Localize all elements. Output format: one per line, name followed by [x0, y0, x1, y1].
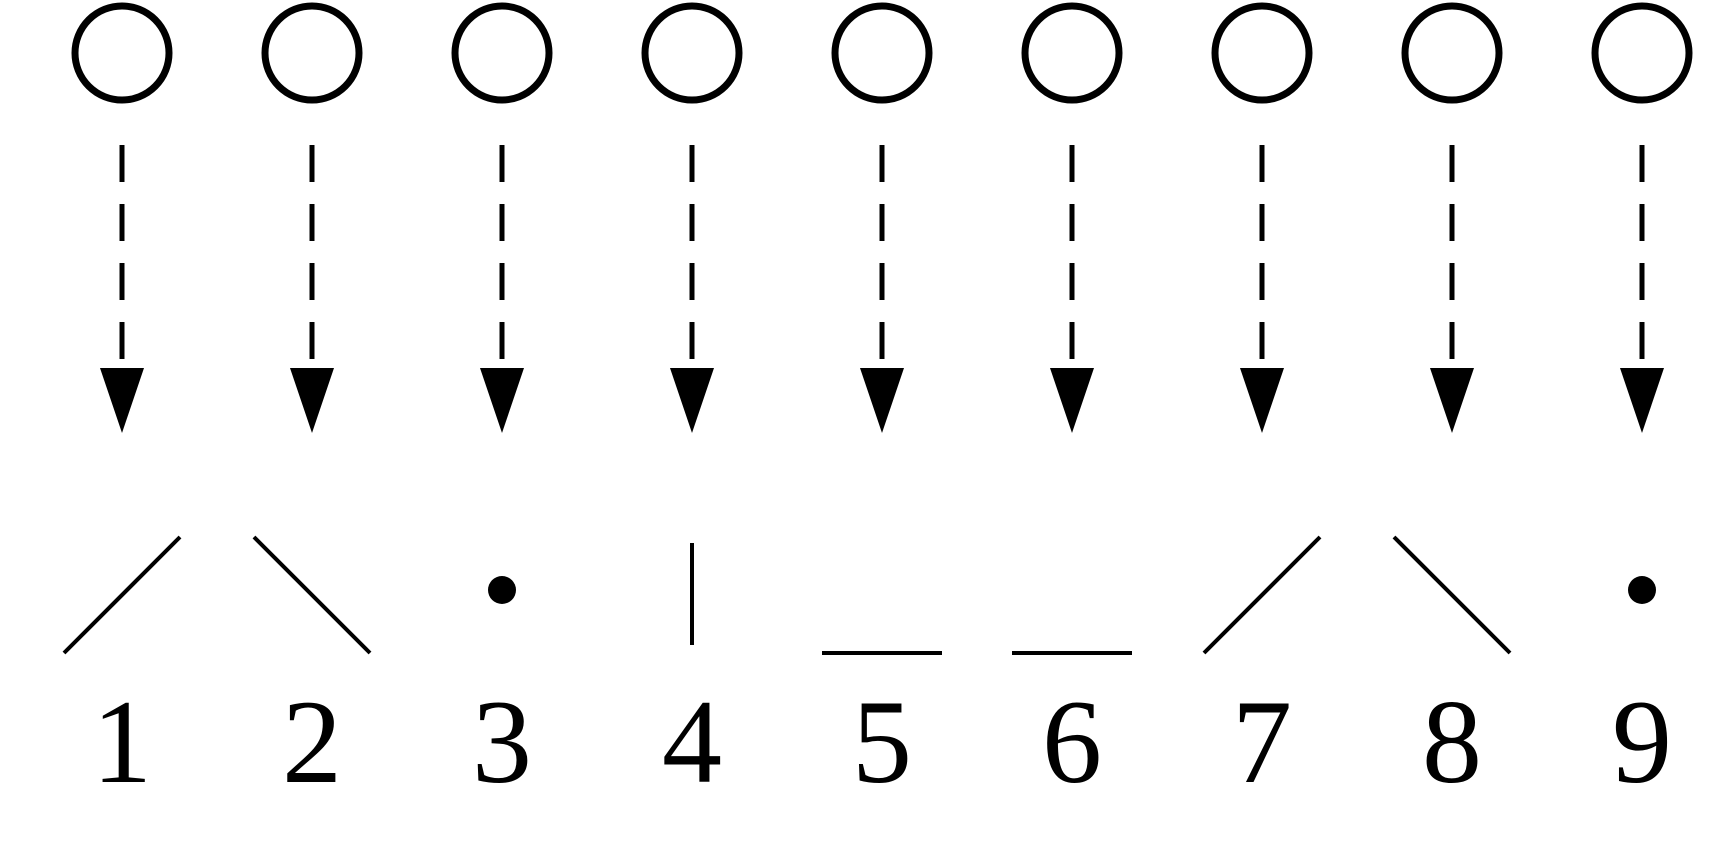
column-6: 6 [1012, 2, 1132, 808]
digit-label: 3 [472, 675, 532, 808]
dot-glyph [1628, 576, 1656, 604]
digit-label: 1 [92, 675, 152, 808]
digit-label: 9 [1612, 675, 1672, 808]
arrow-head [290, 368, 334, 433]
arrow-head [670, 368, 714, 433]
backslash-glyph [252, 535, 372, 655]
slash-glyph [62, 535, 182, 655]
digit-label: 6 [1042, 675, 1102, 808]
node-circle [641, 2, 743, 104]
arrow-head [100, 368, 144, 433]
digit-label: 4 [662, 675, 722, 808]
arrow-head [1240, 368, 1284, 433]
node-circle [1591, 2, 1693, 104]
column-2: 2 [252, 2, 372, 808]
slash-glyph [1202, 535, 1322, 655]
node-circle [1401, 2, 1503, 104]
arrow-head [480, 368, 524, 433]
node-circle [1021, 2, 1123, 104]
node-circle [261, 2, 363, 104]
node-circle [831, 2, 933, 104]
column-3: 3 [451, 2, 553, 808]
arrow-head [1050, 368, 1094, 433]
column-5: 5 [822, 2, 942, 808]
column-8: 8 [1392, 2, 1512, 808]
node-circle [1211, 2, 1313, 104]
dot-glyph [488, 576, 516, 604]
digit-label: 2 [282, 675, 342, 808]
arrow-head [1620, 368, 1664, 433]
node-circle [71, 2, 173, 104]
arrow-head [860, 368, 904, 433]
node-circle [451, 2, 553, 104]
digit-label: 8 [1422, 675, 1482, 808]
column-7: 7 [1202, 2, 1322, 808]
column-4: 4 [641, 2, 743, 808]
column-1: 1 [62, 2, 182, 808]
digit-label: 5 [852, 675, 912, 808]
digit-label: 7 [1232, 675, 1292, 808]
arrow-head [1430, 368, 1474, 433]
column-9: 9 [1591, 2, 1693, 808]
backslash-glyph [1392, 535, 1512, 655]
